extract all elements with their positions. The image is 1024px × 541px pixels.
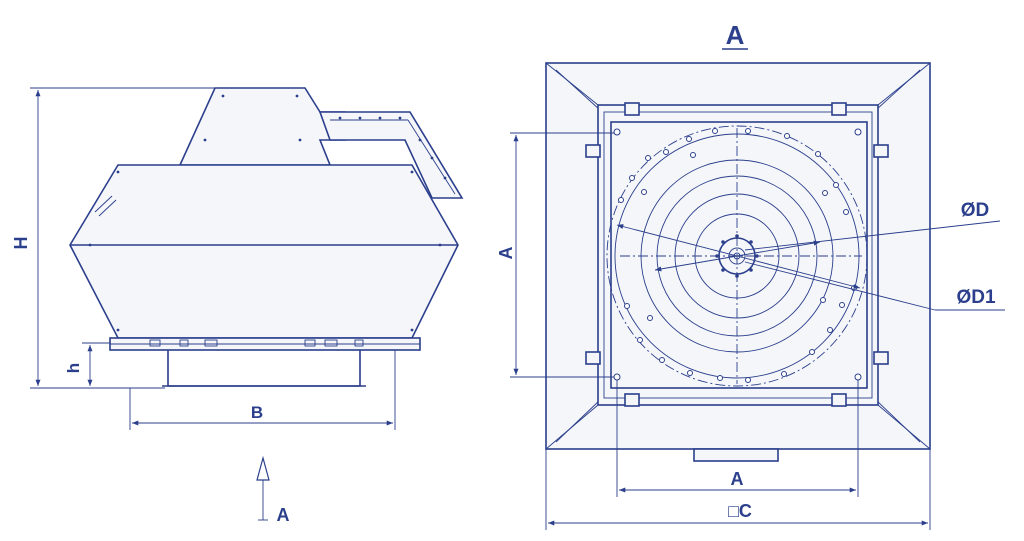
impeller-holes bbox=[618, 128, 857, 383]
exhaust-duct bbox=[318, 111, 464, 199]
label-vertical-a: A bbox=[496, 247, 516, 260]
label-diameter-d1: ØD1 bbox=[956, 287, 996, 308]
label-view-arrow: A bbox=[277, 505, 290, 525]
label-horizontal-a: A bbox=[731, 469, 744, 489]
leader-d1-line bbox=[744, 261, 936, 311]
bottom-nozzle bbox=[693, 448, 779, 462]
label-diameter-d: ØD bbox=[961, 200, 990, 221]
flange-frame bbox=[597, 104, 879, 406]
label-outer-c: □C bbox=[728, 501, 752, 521]
corner-holes bbox=[613, 128, 862, 381]
label-base-width: B bbox=[251, 403, 263, 422]
hub-bolts bbox=[715, 234, 759, 278]
leader-d-line bbox=[744, 220, 1001, 251]
label-height-h: H bbox=[11, 237, 31, 250]
label-base-height: h bbox=[64, 363, 83, 373]
impeller-outer-circle bbox=[606, 125, 868, 387]
top-view-title: A bbox=[726, 20, 745, 50]
fan-body bbox=[69, 164, 459, 339]
base-skirt bbox=[167, 350, 361, 387]
body-bolts bbox=[88, 170, 442, 332]
view-arrow-icon bbox=[256, 455, 270, 481]
mounting-clamps bbox=[585, 102, 889, 407]
side-dimensions: H h B A bbox=[11, 87, 396, 525]
hood-bolts bbox=[203, 94, 447, 180]
flange-details bbox=[149, 339, 364, 347]
fan-hood-top bbox=[178, 87, 346, 166]
side-view bbox=[69, 87, 464, 387]
top-dimensions: A A □C ØD ØD1 bbox=[496, 132, 1005, 530]
top-view: A bbox=[545, 20, 931, 462]
